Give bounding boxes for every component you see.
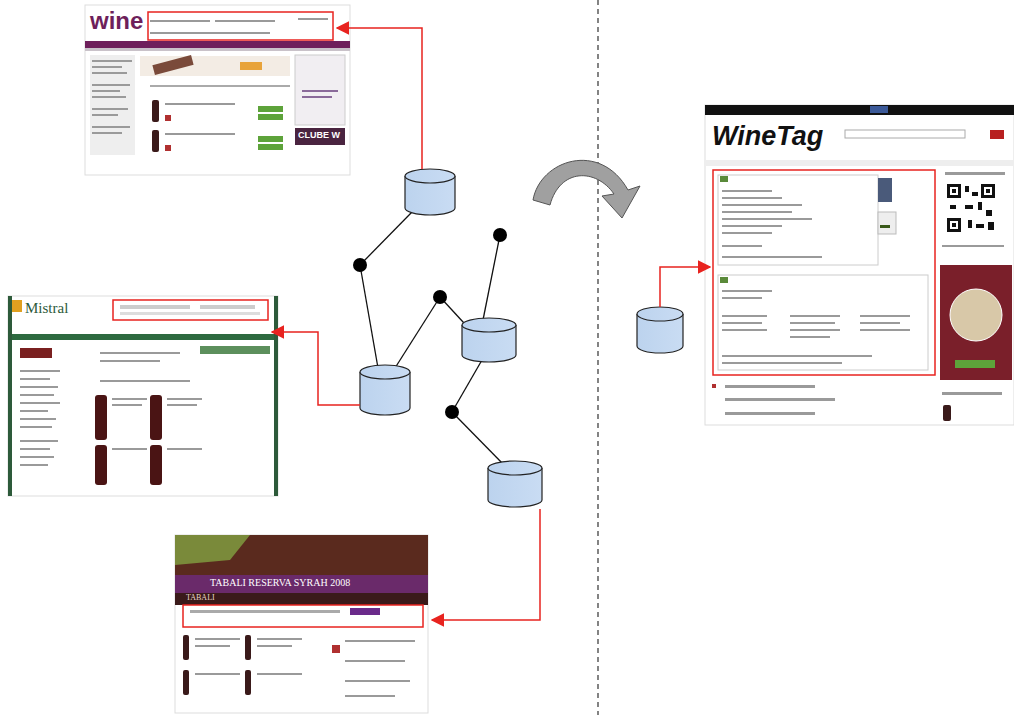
screenshot-mistral: [8, 296, 278, 496]
transition-arrow: [533, 160, 640, 218]
screenshot-tabali: [175, 535, 428, 713]
brand-text: TABALI: [186, 594, 215, 603]
logo-text: WineTag: [712, 122, 823, 152]
screenshot-wine: [85, 5, 350, 175]
product-title: TABALI RESERVA SYRAH 2008: [210, 577, 350, 588]
logo-text: Mistral: [25, 300, 68, 317]
separator-line: [597, 0, 598, 715]
database-cylinders: [360, 169, 683, 507]
logo-text: wine: [90, 8, 143, 34]
leader-arrows: [272, 28, 710, 620]
banner-text: CLUBE W: [298, 131, 340, 141]
screenshot-winetag: [705, 105, 1014, 425]
